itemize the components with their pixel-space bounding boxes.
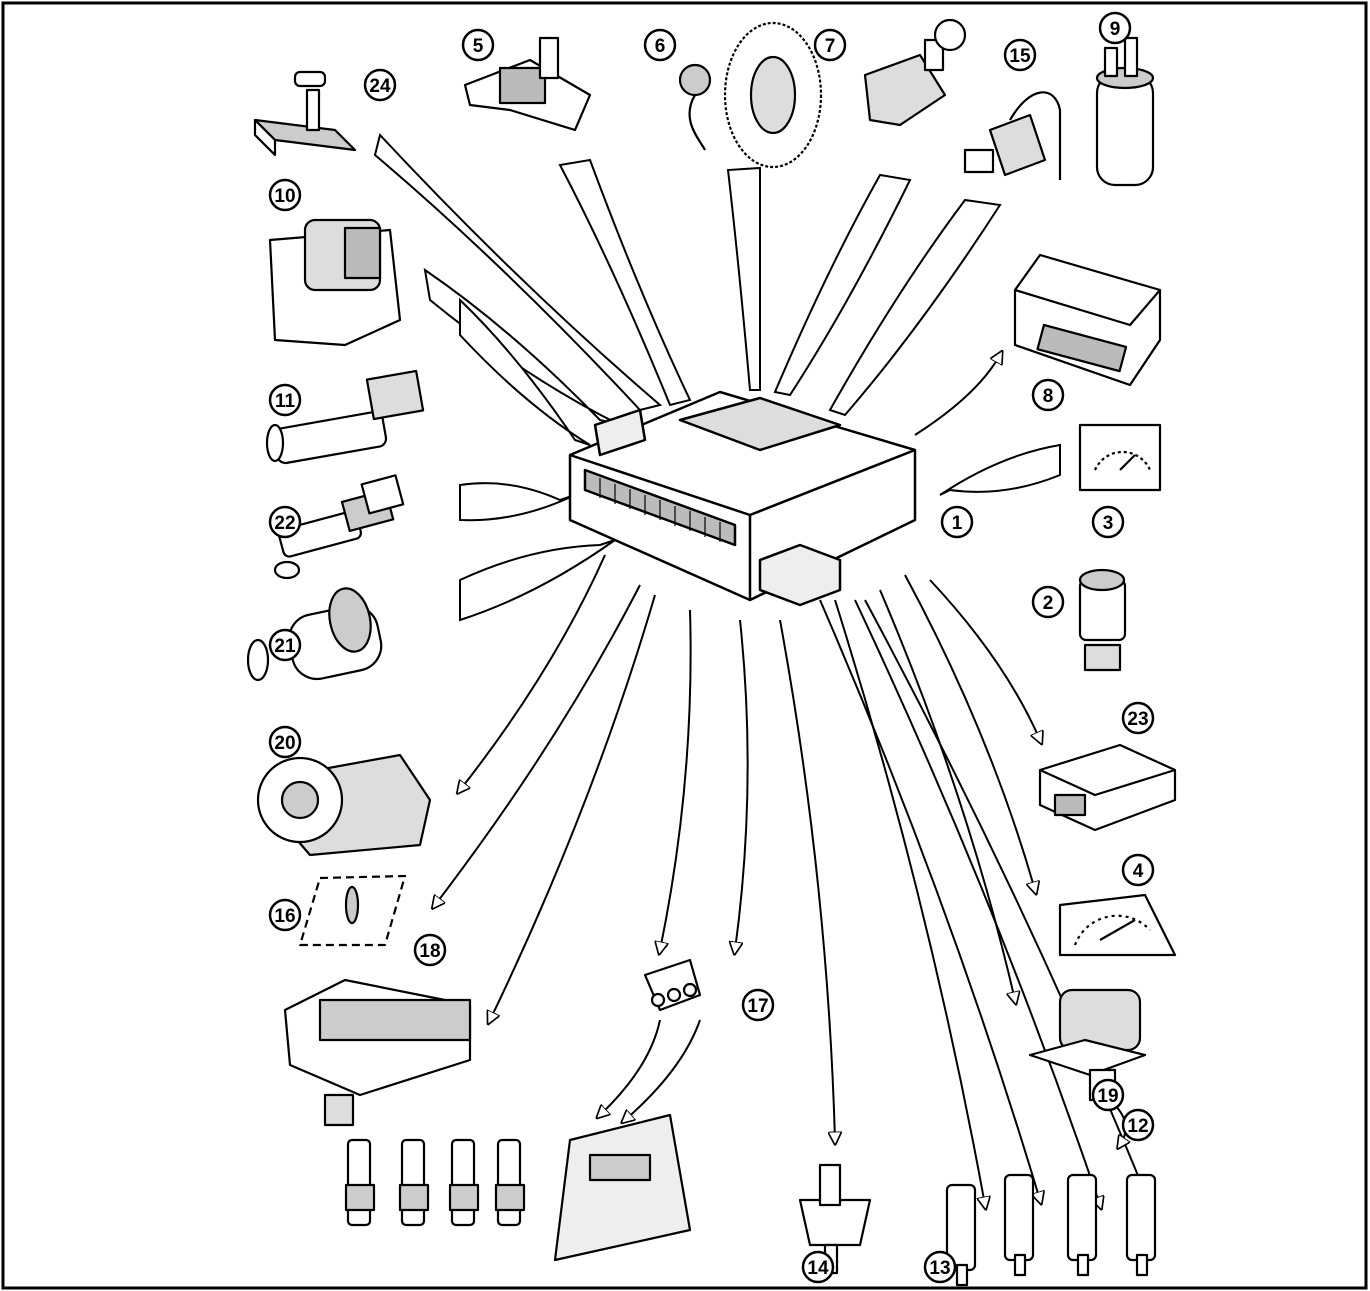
callout-number: 4 — [1133, 861, 1144, 882]
callout-number: 9 — [1110, 19, 1121, 40]
callout-number: 21 — [274, 636, 296, 657]
ribbon — [460, 483, 575, 520]
flywheel-sensor-icon — [680, 23, 821, 167]
spark-plug-icon — [346, 1140, 524, 1225]
tachometer-icon — [1080, 425, 1160, 490]
callout-number: 15 — [1009, 46, 1031, 67]
callout-2: 2 — [1033, 587, 1063, 617]
ribbon — [940, 445, 1060, 495]
callout-13: 13 — [925, 1252, 955, 1282]
output-arrow — [490, 595, 655, 1020]
callout-15: 15 — [1005, 40, 1035, 70]
fuel-pump-icon — [1097, 38, 1153, 185]
callout-number: 3 — [1103, 513, 1114, 534]
callout-number: 17 — [747, 996, 768, 1017]
callout-22: 22 — [270, 507, 300, 537]
callout-23: 23 — [1123, 703, 1153, 733]
diagram-border — [3, 3, 1366, 1288]
speedometer-icon — [1060, 895, 1175, 955]
callout-12: 12 — [1123, 1110, 1153, 1140]
callout-number: 24 — [369, 76, 391, 97]
callout-7: 7 — [815, 30, 845, 60]
injector-icon — [947, 1175, 1155, 1285]
output-arrow — [660, 610, 691, 950]
ac-compressor-icon — [258, 755, 430, 855]
callout-number: 1 — [952, 513, 963, 534]
callout-number: 13 — [929, 1258, 950, 1279]
ribbon — [460, 540, 615, 620]
output-arrow — [905, 575, 1035, 890]
callout-number: 19 — [1097, 1086, 1118, 1107]
ribbon — [728, 168, 760, 390]
callout-24: 24 — [365, 70, 395, 100]
callout-21: 21 — [270, 630, 300, 660]
callout-11: 11 — [270, 385, 300, 415]
callout-number: 5 — [473, 36, 484, 57]
relay-box-icon — [1015, 255, 1160, 385]
throttle-sensor-icon — [270, 220, 400, 345]
callout-14: 14 — [803, 1252, 833, 1282]
output-arrow — [820, 600, 1040, 1200]
output-arrow — [435, 585, 640, 905]
gear-selector-icon — [255, 72, 355, 155]
callout-16: 16 — [270, 900, 300, 930]
callout-number: 18 — [419, 941, 440, 962]
callout-number: 8 — [1043, 386, 1054, 407]
output-arrow — [735, 620, 748, 950]
callout-number: 20 — [274, 733, 295, 754]
callout-20: 20 — [270, 727, 300, 757]
callout-number: 6 — [655, 36, 666, 57]
callout-4: 4 — [1123, 855, 1153, 885]
callout-8: 8 — [1033, 380, 1063, 410]
ecu-unit — [570, 392, 915, 605]
callout-6: 6 — [645, 30, 675, 60]
output-arrow — [915, 355, 1000, 435]
callout-number: 11 — [275, 391, 296, 412]
speed-sensor-icon — [1080, 570, 1125, 670]
callout-1: 1 — [942, 507, 972, 537]
callout-5: 5 — [463, 30, 493, 60]
ignition-coil-icon — [285, 980, 470, 1125]
knock-sensor-icon — [965, 92, 1060, 180]
output-arrow — [780, 620, 835, 1140]
callout-19: 19 — [1093, 1080, 1123, 1110]
diagnostic-connector-icon — [555, 960, 700, 1260]
output-arrow — [600, 1020, 660, 1115]
callout-number: 2 — [1043, 593, 1054, 614]
callout-3: 3 — [1093, 507, 1123, 537]
idle-actuator-icon — [1030, 990, 1145, 1100]
callout-17: 17 — [743, 990, 773, 1020]
callout-number: 14 — [807, 1258, 829, 1279]
callout-number: 7 — [825, 36, 836, 57]
output-arrow — [855, 600, 1100, 1205]
callout-18: 18 — [415, 935, 445, 965]
callout-number: 12 — [1127, 1116, 1148, 1137]
control-module-icon — [1040, 745, 1175, 830]
callout-number: 23 — [1127, 709, 1148, 730]
callout-number: 22 — [274, 513, 295, 534]
ribbon — [560, 160, 690, 405]
callout-9: 9 — [1100, 13, 1130, 43]
lambda-probe-icon — [248, 585, 386, 684]
warning-lamp-icon — [300, 876, 405, 945]
output-arrow — [625, 1020, 700, 1120]
callout-number: 10 — [274, 186, 295, 207]
callout-10: 10 — [270, 180, 300, 210]
ignition-switch-icon — [865, 20, 965, 125]
output-arrow — [930, 580, 1040, 740]
callout-number: 16 — [274, 906, 295, 927]
ribbon — [460, 300, 590, 445]
